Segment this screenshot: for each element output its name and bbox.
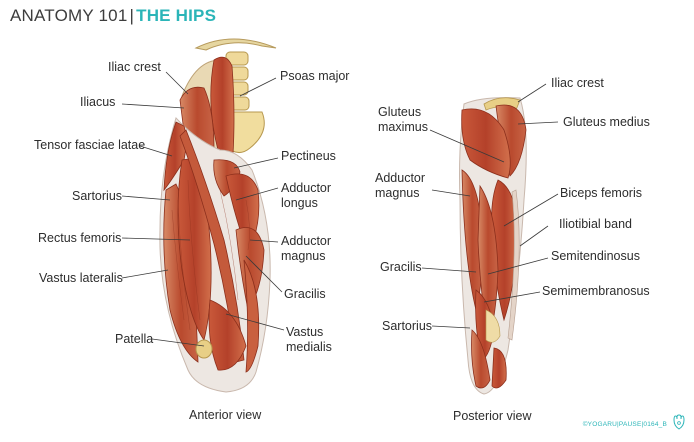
label-gracilis-anterior: Gracilis [284, 287, 326, 301]
label-gracilis-posterior: Gracilis [380, 260, 422, 274]
anterior-leg-drawing [159, 38, 277, 393]
label-adductor-magnus-line2: magnus [281, 249, 326, 263]
posterior-adductor-magnus-muscle [461, 169, 483, 311]
label-biceps-femoris: Biceps femoris [560, 186, 642, 200]
label-vastus-lateralis: Vastus lateralis [39, 271, 123, 285]
hamsa-logo-icon [673, 414, 685, 430]
iliotibial-band [507, 189, 520, 341]
label-psoas-major: Psoas major [280, 69, 350, 83]
label-vastus-medialis: Vastus medialis [286, 325, 332, 355]
vastus-medialis-muscle [208, 299, 247, 371]
label-tensor-fasciae-latae: Tensor fasciae latae [34, 138, 146, 152]
title-topic: THE HIPS [136, 6, 217, 25]
label-iliacus: Iliacus [80, 95, 116, 109]
label-patella: Patella [115, 332, 154, 346]
gluteus-maximus-muscle [461, 108, 511, 179]
posterior-calf-muscle [491, 347, 507, 389]
credit-text: ©YOGARU|PAUSE|0164_B [582, 421, 667, 428]
label-iliotibial-band: Iliotibial band [559, 217, 632, 231]
label-sartorius-anterior: Sartorius [72, 189, 123, 203]
gracilis-muscle [243, 259, 260, 373]
label-sartorius-posterior: Sartorius [382, 319, 433, 333]
label-rectus-femoris: Rectus femoris [38, 231, 122, 245]
sartorius-muscle [179, 129, 245, 363]
label-gluteus-maximus-line1: Gluteus [378, 105, 422, 119]
label-adductor-longus: Adductor longus [281, 181, 331, 211]
posterior-knee-tendon [485, 309, 501, 343]
label-vastus-medialis-line1: Vastus [286, 325, 324, 339]
label-adductor-longus-line2: longus [281, 196, 318, 210]
anterior-leader-lines [121, 71, 285, 347]
posterior-leader-lines [421, 83, 559, 329]
anterior-view-caption: Anterior view [189, 408, 262, 422]
label-vastus-medialis-line2: medialis [286, 340, 332, 354]
label-semitendinosus: Semitendinosus [551, 249, 640, 263]
posterior-sartorius-muscle [471, 329, 491, 389]
patella-bone [195, 339, 213, 359]
label-adductor-magnus-posterior-line2: magnus [375, 186, 420, 200]
label-gluteus-maximus: Gluteus maximus [378, 105, 428, 135]
label-pectineus: Pectineus [281, 149, 336, 163]
label-adductor-magnus-posterior-line1: Adductor [375, 171, 426, 185]
title-separator: | [129, 6, 135, 25]
label-iliac-crest-anterior: Iliac crest [108, 60, 161, 74]
adductor-magnus-muscle [235, 227, 265, 311]
label-adductor-longus-line1: Adductor [281, 181, 332, 195]
label-adductor-magnus-posterior: Adductor magnus [375, 171, 425, 201]
label-gluteus-maximus-line2: maximus [378, 120, 429, 134]
label-adductor-magnus-anterior: Adductor magnus [281, 234, 331, 264]
page-title: ANATOMY 101|THE HIPS [10, 6, 216, 26]
spine-top [194, 38, 277, 51]
label-semimembranosus: Semimembranosus [542, 284, 650, 298]
posterior-leg-drawing [459, 97, 527, 395]
posterior-view-caption: Posterior view [453, 409, 532, 423]
label-iliac-crest-posterior: Iliac crest [551, 76, 604, 90]
title-series: ANATOMY 101 [10, 6, 128, 25]
label-adductor-magnus-line1: Adductor [281, 234, 332, 248]
label-gluteus-medius: Gluteus medius [563, 115, 650, 129]
